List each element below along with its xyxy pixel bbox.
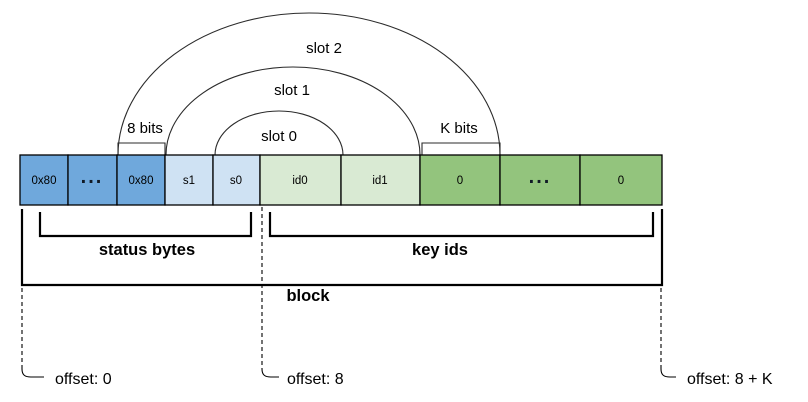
cell-key-zero-0 (419, 154, 501, 206)
cell-status-ellipsis (67, 154, 118, 206)
cell-status-ellipsis-label: ... (81, 166, 104, 188)
slot0-label: slot 0 (261, 128, 297, 145)
eight-bits-bracket (117, 142, 166, 155)
cell-key-zero-n (579, 154, 663, 206)
slot2-arc (117, 12, 501, 156)
cell-id0-label: id0 (292, 175, 307, 187)
cell-key-zero-n-label: 0 (618, 175, 624, 187)
k-bits-bracket (421, 142, 501, 155)
cell-status-byte-0-label: 0x80 (32, 175, 57, 187)
slot0-arc (214, 110, 344, 156)
cell-key-zero-0-label: 0 (457, 175, 463, 187)
offset-end-label: offset: 8 + K (687, 371, 773, 388)
cell-s1-label: s1 (183, 175, 195, 187)
offset-middle-hook (261, 368, 279, 378)
slot2-label: slot 2 (306, 40, 342, 57)
eight-bits-label: 8 bits (127, 120, 163, 137)
cell-id0 (259, 154, 342, 206)
offset-start-hook (21, 368, 44, 378)
cell-status-byte-n-label: 0x80 (129, 175, 154, 187)
status-bytes-brace (38, 212, 253, 238)
key-ids-label: key ids (412, 241, 468, 259)
cell-s0 (212, 154, 261, 206)
cell-status-byte-n (116, 154, 166, 206)
block-label: block (286, 287, 330, 305)
slot1-arc (165, 66, 421, 156)
offset-end-hook (660, 368, 676, 378)
status-bytes-label: status bytes (99, 241, 195, 259)
cell-id1-label: id1 (372, 175, 387, 187)
offset-middle-label: offset: 8 (287, 371, 344, 388)
cell-key-ellipsis (499, 154, 581, 206)
offset-start-label: offset: 0 (55, 371, 112, 388)
cell-row: 0x80 ... 0x80 s1 s0 id0 id1 0 ... 0 (19, 154, 663, 206)
cell-s0-label: s0 (230, 175, 242, 187)
cell-key-ellipsis-label: ... (529, 166, 552, 188)
k-bits-label: K bits (440, 120, 478, 137)
slot1-label: slot 1 (274, 82, 310, 99)
block-brace (20, 209, 664, 287)
key-ids-brace (268, 212, 655, 238)
cell-status-byte-0 (19, 154, 69, 206)
cell-s1 (164, 154, 214, 206)
